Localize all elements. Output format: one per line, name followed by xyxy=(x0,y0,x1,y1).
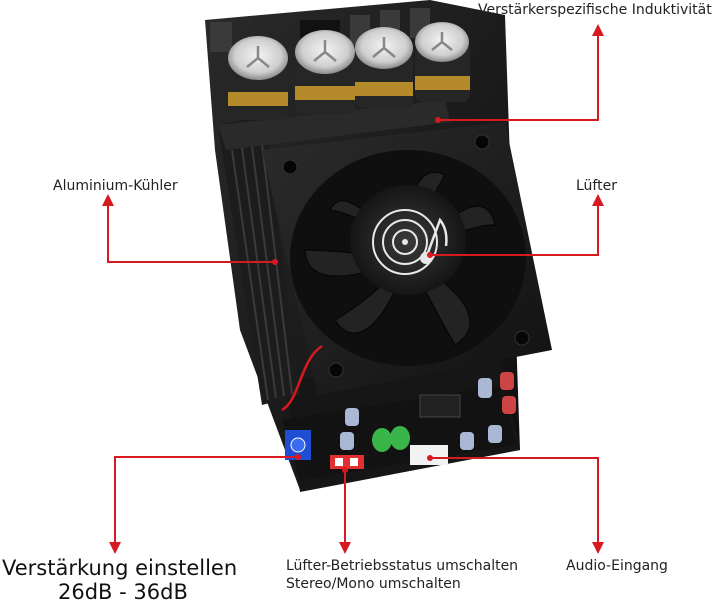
label-gain-line2: 26dB - 36dB xyxy=(58,580,188,604)
label-switch-line2: Stereo/Mono umschalten xyxy=(286,576,461,592)
lower-components xyxy=(281,344,516,480)
callout-gain xyxy=(114,456,298,548)
label-heatsink: Aluminium-Kühler xyxy=(53,178,178,194)
label-inductance: Verstärkerspezifische Induktivität xyxy=(478,2,712,18)
callout-heatsink xyxy=(107,200,275,263)
callout-fan xyxy=(430,200,599,256)
label-gain-line1: Verstärkung einstellen xyxy=(2,556,238,580)
callout-lines xyxy=(102,24,604,554)
label-fan: Lüfter xyxy=(576,178,617,194)
callout-audio xyxy=(430,457,599,548)
heatsink xyxy=(218,100,450,405)
label-switch-line1: Lüfter-Betriebsstatus umschalten xyxy=(286,558,519,574)
label-audio: Audio-Eingang xyxy=(566,558,668,574)
capacitors xyxy=(228,22,470,120)
cooling-fan xyxy=(262,122,552,395)
callout-inductance xyxy=(438,30,599,121)
